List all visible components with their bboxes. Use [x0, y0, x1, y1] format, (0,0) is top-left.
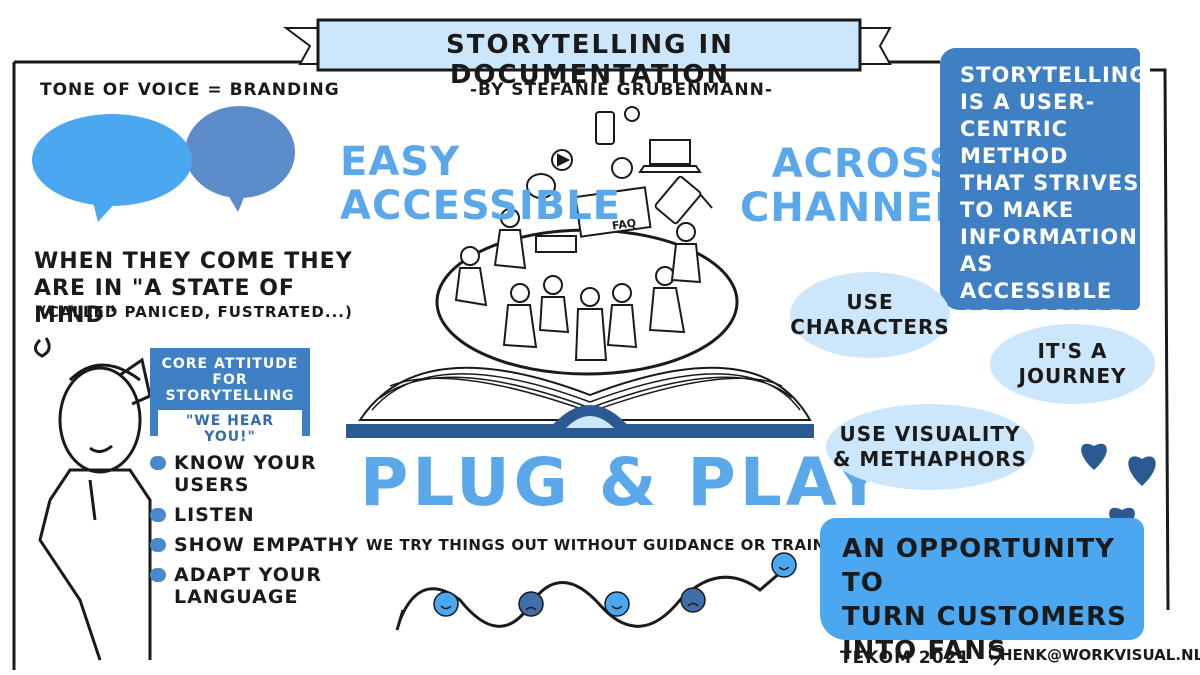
definition-line: THAT STRIVES [960, 171, 1140, 195]
try-things-text: WE TRY THINGS OUT WITHOUT GUIDANCE OR TR… [366, 536, 858, 554]
definition-line: AS ACCESSIBLE [960, 252, 1113, 303]
core-attitude-line-2: FOR STORYTELLING [165, 372, 295, 404]
tip-text: SHOW EMPATHY [174, 534, 360, 556]
speech-bubble-icon [150, 568, 166, 582]
oval-line: USE [846, 290, 894, 314]
page-title: STORYTELLING IN DOCUMENTATION [446, 30, 734, 90]
tip-text: KNOW YOUR [174, 452, 317, 474]
face-mouth [611, 605, 623, 610]
core-attitude-line-1: CORE ATTITUDE [161, 356, 299, 372]
speech-bubbles-icon [32, 106, 295, 222]
easy-line-2: ACCESSIBLE [340, 183, 621, 229]
event-label: TEKOM 2021 [840, 648, 971, 668]
face-mouth [687, 602, 699, 607]
core-attitude-box: CORE ATTITUDE FOR STORYTELLING "WE HEAR … [150, 348, 310, 448]
easy-accessible-heading: EASY ACCESSIBLE [340, 140, 621, 228]
list-item: SHOW EMPATHY [150, 534, 359, 556]
open-book-icon [346, 366, 814, 438]
journey-path [395, 558, 796, 631]
face-mouth [778, 566, 790, 571]
tip-text: LISTEN [174, 504, 255, 526]
plug-and-play-heading: PLUG & PLAY [360, 444, 887, 521]
oval-line: CHARACTERS [790, 315, 950, 339]
fans-line: INTO FANS [842, 636, 1007, 666]
speech-bubble-icon [150, 456, 166, 470]
across-line-1: ACROSS [771, 141, 959, 187]
definition-line: INFORMATION [960, 225, 1138, 249]
speech-bubble-icon [150, 508, 166, 522]
oval-line: USE VISUALITY [839, 422, 1021, 446]
state-of-mind-text: WHEN THEY COME THEY ARE IN "A STATE OF M… [34, 248, 354, 329]
tip-text: USERS [174, 474, 250, 496]
easy-line-1: EASY [340, 139, 461, 185]
oval-line: JOURNEY [1018, 364, 1127, 388]
oval-line: IT'S A [1037, 339, 1108, 363]
face-mouth [525, 606, 537, 611]
oval-line: & METHAPHORS [832, 447, 1028, 471]
sad-face-icon [680, 587, 706, 613]
fans-box: AN OPPORTUNITY TO TURN CUSTOMERS INTO FA… [820, 518, 1144, 666]
definition-line: STORYTELLING [960, 63, 1148, 87]
tone-of-voice-label: TONE OF VOICE = BRANDING [40, 80, 340, 100]
happy-face-icon [771, 552, 797, 578]
happy-face-icon [433, 591, 459, 617]
state-of-mind-sub: (CALLED PANICED, FUSTRATED...) [40, 303, 353, 321]
thinking-person-icon [34, 337, 152, 661]
sad-face-icon [518, 591, 544, 617]
journey-faces [433, 552, 797, 617]
list-item: LISTEN [150, 504, 359, 526]
face-mouth [440, 605, 452, 610]
visuality-oval: USE VISUALITY& METHAPHORS [826, 404, 1034, 490]
definition-box: STORYTELLING IS A USER- CENTRIC METHOD T… [940, 48, 1148, 330]
speech-bubble-icon [150, 538, 166, 552]
definition-line: IS A USER- [960, 90, 1096, 114]
happy-face-icon [604, 591, 630, 617]
fans-line: TURN CUSTOMERS [842, 602, 1127, 632]
fans-line: AN OPPORTUNITY TO [842, 534, 1115, 598]
definition-line: TO MAKE [960, 198, 1075, 222]
core-attitude-quote: "WE HEAR YOU!" [158, 410, 302, 448]
state-line-2: ARE IN "A STATE OF MIND" [34, 276, 295, 328]
email-label: HENK@WORKVISUAL.NL [1000, 646, 1200, 664]
definition-line: CENTRIC METHOD [960, 117, 1069, 168]
author-line: -BY STEFANIE GRUBENMANN- [470, 80, 773, 100]
tip-text: ADAPT YOUR [174, 564, 322, 586]
tip-text: LANGUAGE [174, 586, 299, 608]
faq-label: FAQ [611, 216, 637, 233]
state-line-1: WHEN THEY COME THEY [34, 249, 353, 274]
